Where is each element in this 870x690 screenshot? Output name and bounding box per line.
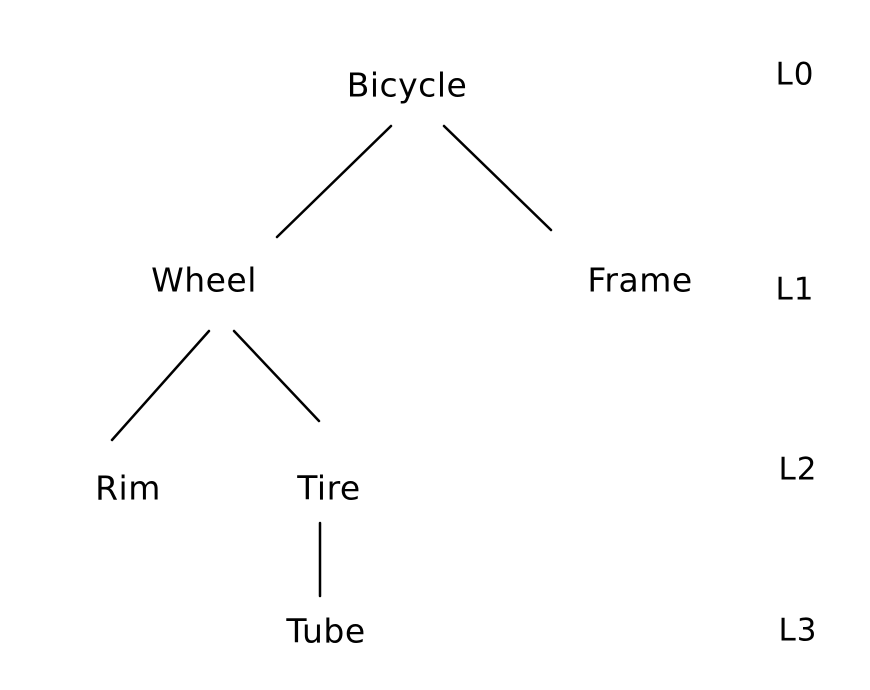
edge-bicycle-frame xyxy=(442,124,553,232)
level-label-l3: L3 xyxy=(778,612,818,649)
node-wheel[interactable]: Wheel xyxy=(151,260,257,300)
edge-bicycle-wheel xyxy=(275,124,393,239)
node-bicycle[interactable]: Bicycle xyxy=(346,65,468,105)
node-rim[interactable]: Rim xyxy=(95,468,161,508)
node-tube[interactable]: Tube xyxy=(286,611,366,651)
edge-wheel-rim xyxy=(110,329,211,442)
edge-wheel-tire xyxy=(232,329,321,423)
level-label-l1: L1 xyxy=(775,271,815,308)
level-label-l2: L2 xyxy=(778,451,818,488)
node-frame[interactable]: Frame xyxy=(587,260,693,300)
node-tire[interactable]: Tire xyxy=(297,468,361,508)
level-label-l0: L0 xyxy=(775,56,815,93)
